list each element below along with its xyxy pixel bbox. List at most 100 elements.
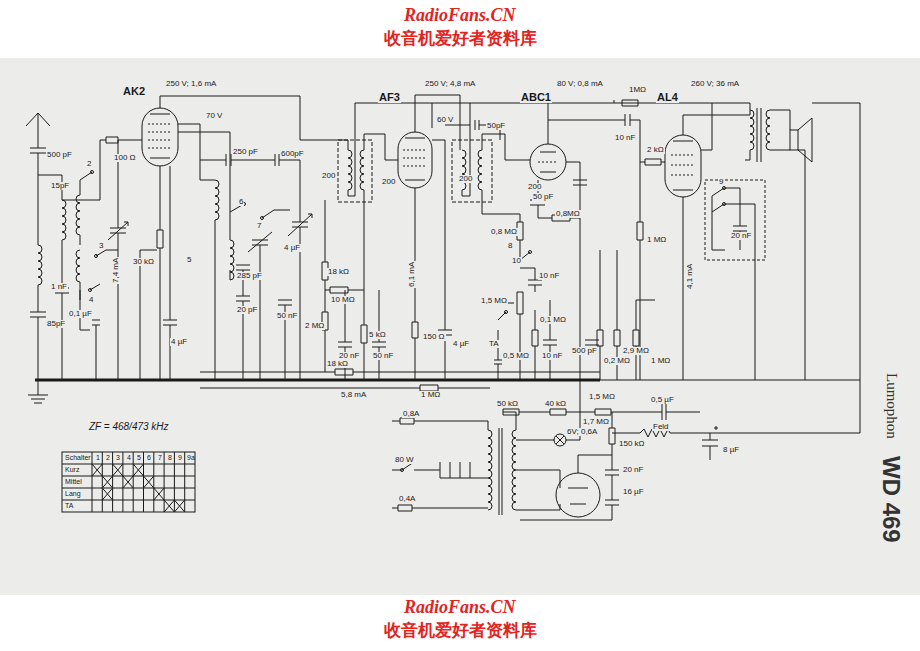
component-value: 60 V — [436, 116, 454, 124]
component-value: 0,8A — [402, 410, 420, 418]
component-value: 30 kΩ — [132, 258, 155, 266]
component-value: 2 MΩ — [304, 322, 325, 330]
switch-number: 2 — [86, 160, 92, 168]
component-value: 0,4A — [398, 495, 416, 503]
table-cell: Kurz — [64, 466, 80, 473]
component-value: 1 MΩ — [650, 357, 671, 365]
component-value: 1 MΩ — [646, 236, 667, 244]
model-number: WD 469 — [879, 455, 903, 544]
component-value: 200 — [321, 172, 336, 180]
component-value: 0,1 MΩ — [539, 316, 567, 324]
component-value: 4 µF — [452, 340, 470, 348]
table-cell: 1 — [95, 454, 101, 461]
component-value: 80 V; 0,8 mA — [556, 80, 604, 88]
component-value: 4 µF — [170, 338, 188, 346]
component-value: 0,5 MΩ — [502, 352, 530, 360]
component-value: 5,8 mA — [340, 391, 367, 399]
component-value: 250 V; 4,8 mA — [424, 80, 476, 88]
component-value: 250 pF — [232, 148, 259, 156]
current-label: 6,1 mA — [408, 261, 416, 288]
component-value: 20 nF — [338, 352, 360, 360]
component-value: 0,5 µF — [650, 396, 675, 404]
component-value: 200 — [458, 175, 473, 183]
table-cell: 2 — [105, 454, 111, 461]
component-value: 50pF — [486, 122, 506, 130]
switch-number: 7 — [256, 222, 262, 230]
component-value: 150 Ω — [422, 333, 446, 341]
component-value: 15pF — [50, 182, 70, 190]
component-value: 2 kΩ — [646, 146, 665, 154]
table-cell: TA — [64, 502, 74, 509]
component-value: 50 nF — [276, 312, 298, 320]
component-value: 20 nF — [730, 232, 752, 240]
table-cell: Mittel — [64, 478, 83, 485]
component-value: 16 µF — [622, 488, 645, 496]
watermark: RadioFans.CN — [403, 598, 517, 616]
component-value: 50 kΩ — [496, 400, 519, 408]
component-value: 10 nF — [541, 352, 563, 360]
component-value: 1MΩ — [628, 86, 647, 94]
switch-number: 4 — [88, 296, 94, 304]
component-value: 1 nF — [50, 283, 68, 291]
component-value: 8 µF — [722, 446, 740, 454]
component-value: 0,1 µF — [68, 310, 93, 318]
tube-name: AK2 — [122, 86, 146, 97]
current-label: 7,4 mA — [112, 257, 120, 284]
table-cell: 9a — [186, 454, 196, 461]
component-value: 200 — [527, 183, 542, 191]
component-value: 10 nF — [538, 272, 560, 280]
component-value: 500 pF — [571, 347, 598, 355]
component-value: 0,8 MΩ — [490, 228, 518, 236]
table-cell: 5 — [136, 454, 142, 461]
component-value: 50 nF — [372, 352, 394, 360]
component-value: 6V; 0,6A — [566, 428, 598, 436]
component-value: 285 pF — [236, 272, 263, 280]
component-value: 5 kΩ — [368, 331, 387, 339]
component-value: 260 V; 36 mA — [690, 80, 740, 88]
component-value: 85pF — [46, 320, 66, 328]
component-value: 600pF — [280, 150, 305, 158]
table-cell: 3 — [115, 454, 121, 461]
component-value: 18 kΩ — [327, 268, 350, 276]
component-value: 2,9 MΩ — [622, 347, 650, 355]
table-cell: 7 — [157, 454, 163, 461]
watermark: 收音机爱好者资料库 — [383, 30, 538, 47]
watermark: 收音机爱好者资料库 — [383, 622, 538, 639]
component-value: Feld — [652, 423, 670, 431]
component-value: 80 W — [394, 456, 415, 464]
component-value: 70 V — [205, 112, 223, 120]
component-value: 1,7 MΩ — [582, 418, 610, 426]
table-cell: 8 — [167, 454, 173, 461]
brand-name: Lumophon — [884, 372, 899, 440]
table-cell: Schalter — [64, 454, 92, 461]
component-value: 0,2 MΩ — [603, 357, 631, 365]
component-value: 250 V; 1,6 mA — [165, 80, 217, 88]
watermark: RadioFans.CN — [403, 6, 517, 24]
component-value: 20 nF — [622, 466, 644, 474]
table-cell: 4 — [126, 454, 132, 461]
component-value: 50 pF — [532, 193, 554, 201]
table-cell: Lang — [64, 490, 82, 497]
component-value: 1,5 MΩ — [480, 297, 508, 305]
component-value: 0,8MΩ — [555, 210, 581, 218]
component-value: TA — [488, 340, 500, 348]
component-value: 100 Ω — [113, 154, 137, 162]
component-value: 1,5 MΩ — [588, 393, 616, 401]
component-value: 150 kΩ — [618, 440, 646, 448]
component-value: 4 µF — [283, 244, 301, 252]
component-value: 10 MΩ — [330, 296, 356, 304]
tube-name: ABC1 — [520, 92, 552, 103]
current-label: 4,1 mA — [686, 263, 694, 290]
note: ZF = 468/473 kHz — [88, 422, 170, 432]
table-cell: 9 — [177, 454, 183, 461]
switch-number: 6 — [238, 198, 244, 206]
component-value: 10 — [511, 257, 522, 265]
table-cell: 6 — [146, 454, 152, 461]
switch-number: 3 — [98, 242, 104, 250]
component-value: 20 pF — [236, 306, 258, 314]
switch-number: 8 — [507, 242, 513, 250]
component-value: 40 kΩ — [544, 400, 567, 408]
